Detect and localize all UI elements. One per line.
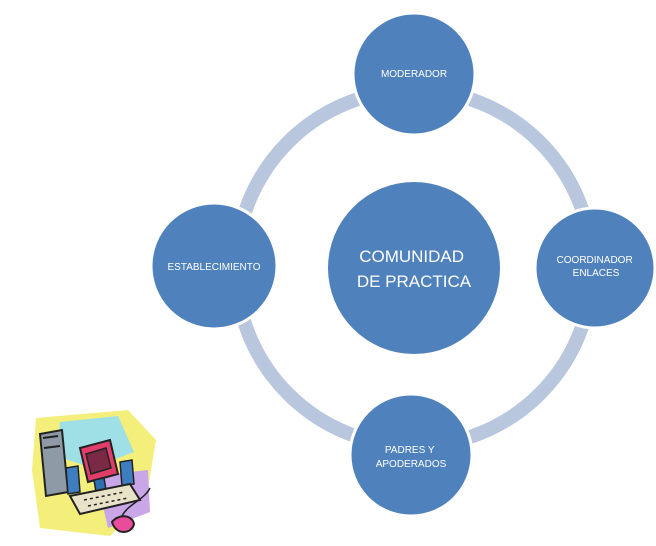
svg-text:PADRES Y APODERADOS: PADRES Y APODERADOS <box>376 445 447 470</box>
node-establecimiento: ESTABLECIMIENTO <box>149 201 279 331</box>
svg-text:COORDINADOR ENLACES: COORDINADOR ENLACES <box>557 255 636 279</box>
node-coordinador-label-line-1: COORDINADOR <box>557 255 633 266</box>
node-padres-label-line-2: APODERADOS <box>376 459 447 470</box>
center-node-label-line-1: COMUNIDAD <box>359 247 464 266</box>
center-node: COMUNIDAD DE PRACTICA <box>328 182 500 354</box>
node-coordinador-enlaces: COORDINADOR ENLACES <box>533 206 656 330</box>
node-padres-label-line-1: PADRES Y <box>385 445 435 456</box>
svg-text:COMUNIDAD DE PRACTICA: COMUNIDAD DE PRACTICA <box>357 247 472 291</box>
svg-text:ESTABLECIMIENTO: ESTABLECIMIENTO <box>168 262 261 273</box>
computer-clipart-icon <box>32 410 156 536</box>
node-padres-apoderados: PADRES Y APODERADOS <box>348 392 474 518</box>
node-moderador-label: MODERADOR <box>381 69 447 80</box>
node-establecimiento-label: ESTABLECIMIENTO <box>168 262 261 273</box>
node-moderador: MODERADOR <box>351 11 477 137</box>
center-node-label-line-2: DE PRACTICA <box>357 272 472 291</box>
svg-text:MODERADOR: MODERADOR <box>381 69 447 80</box>
node-coordinador-label-line-2: ENLACES <box>573 268 620 279</box>
